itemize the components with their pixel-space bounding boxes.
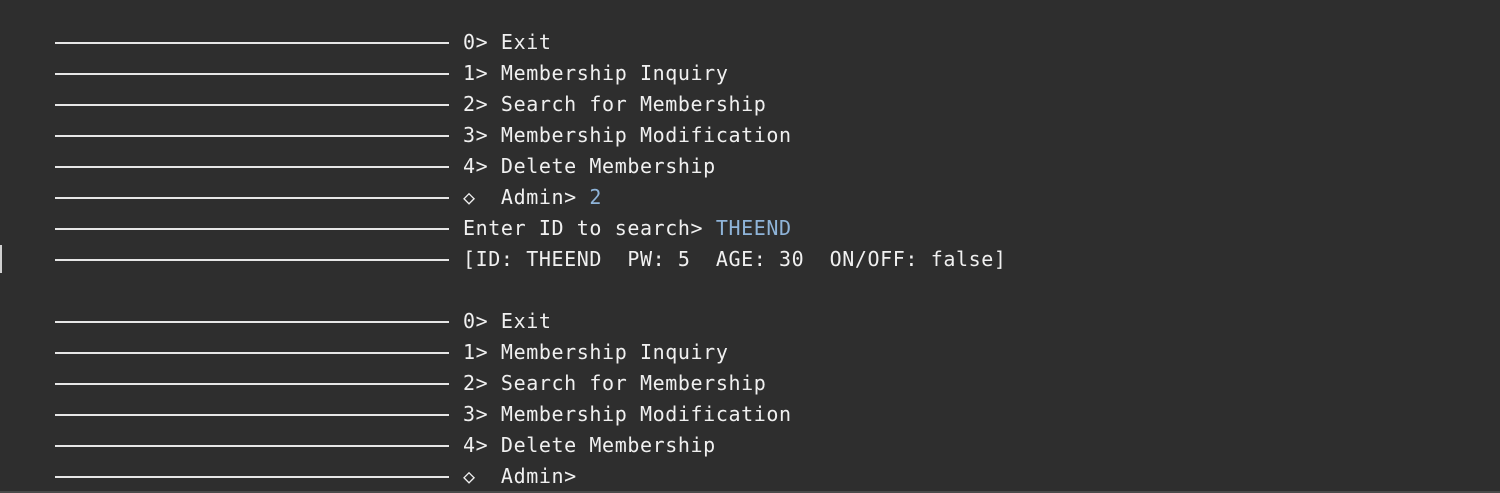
menu-line: 0> Exit: [0, 306, 1500, 337]
line-rule: [55, 414, 449, 416]
line-rule: [55, 321, 449, 323]
line-rule: [55, 476, 449, 478]
menu-line: 3> Membership Modification: [0, 399, 1500, 430]
line-rule: [55, 42, 449, 44]
search-result: [ID: THEEND PW: 5 AGE: 30 ON/OFF: false]: [463, 247, 1007, 271]
line-rule: [55, 228, 449, 230]
line-rule: [55, 259, 449, 261]
admin-prompt[interactable]: ◇ Admin>: [463, 464, 590, 488]
menu-option-delete: 4> Delete Membership: [463, 433, 716, 457]
text-cursor: [0, 245, 2, 273]
prompt-line: ◇ Admin> 2: [0, 182, 1500, 213]
menu-line: 2> Search for Membership: [0, 368, 1500, 399]
result-line: [ID: THEEND PW: 5 AGE: 30 ON/OFF: false]: [0, 244, 1500, 275]
prompt-line[interactable]: ◇ Admin>: [0, 461, 1500, 492]
menu-line: 3> Membership Modification: [0, 120, 1500, 151]
menu-option-inquiry: 1> Membership Inquiry: [463, 340, 729, 364]
menu-option-exit: 0> Exit: [463, 30, 552, 54]
line-rule: [55, 352, 449, 354]
line-rule: [55, 104, 449, 106]
search-prompt-input: THEEND: [715, 216, 792, 240]
menu-line: 4> Delete Membership: [0, 430, 1500, 461]
menu-option-inquiry: 1> Membership Inquiry: [463, 61, 729, 85]
search-prompt: Enter ID to search> THEEND: [463, 213, 792, 244]
menu-line: 4> Delete Membership: [0, 151, 1500, 182]
menu-option-exit: 0> Exit: [463, 309, 552, 333]
line-rule: [55, 166, 449, 168]
search-prompt-label: Enter ID to search>: [463, 216, 716, 240]
menu-option-search: 2> Search for Membership: [463, 92, 767, 116]
line-rule: [55, 73, 449, 75]
menu-option-modification: 3> Membership Modification: [463, 123, 792, 147]
line-rule: [55, 383, 449, 385]
admin-prompt-input: 2: [589, 185, 603, 209]
search-prompt-line: Enter ID to search> THEEND: [0, 213, 1500, 244]
admin-prompt: ◇ Admin> 2: [463, 182, 602, 213]
menu-line: 2> Search for Membership: [0, 89, 1500, 120]
menu-option-modification: 3> Membership Modification: [463, 402, 792, 426]
menu-option-search: 2> Search for Membership: [463, 371, 767, 395]
menu-line: 1> Membership Inquiry: [0, 58, 1500, 89]
line-rule: [55, 445, 449, 447]
line-rule: [55, 135, 449, 137]
console-bottom-edge: [0, 491, 1500, 493]
menu-line: 0> Exit: [0, 27, 1500, 58]
admin-prompt-label: ◇ Admin>: [463, 185, 590, 209]
menu-line: 1> Membership Inquiry: [0, 337, 1500, 368]
line-rule: [55, 197, 449, 199]
menu-option-delete: 4> Delete Membership: [463, 154, 716, 178]
